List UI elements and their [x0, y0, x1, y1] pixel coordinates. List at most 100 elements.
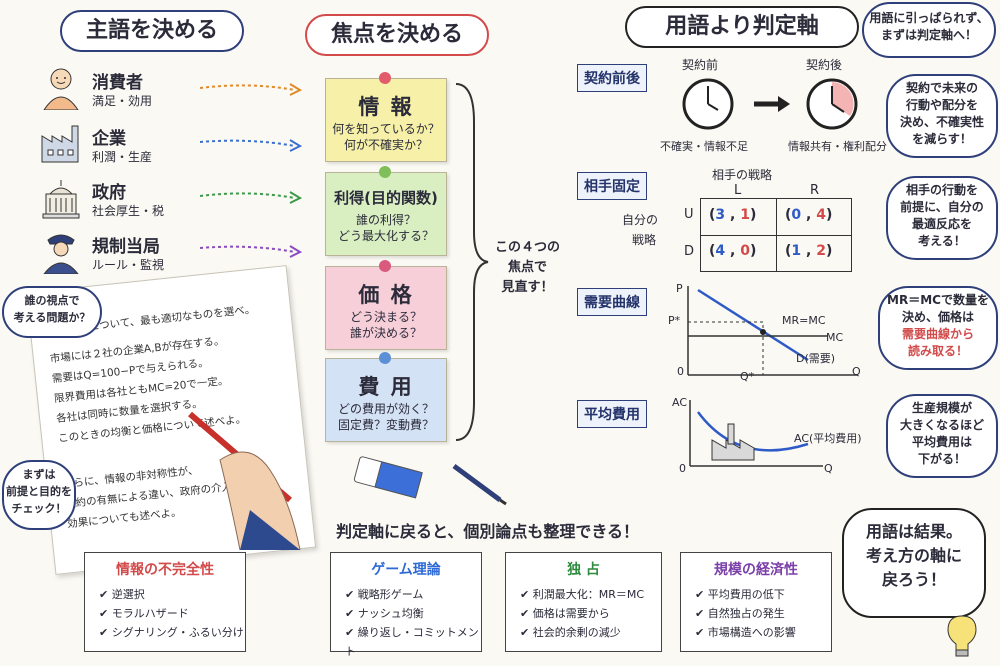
note-line: どの費用が効く？: [337, 402, 434, 416]
game-col-title: 相手の戦略: [712, 168, 773, 182]
axes-lines: [689, 400, 823, 467]
focus-note-payoff: 利得(目的関数) 誰の利得？ どう最大化する？: [325, 166, 447, 256]
axis-label-contract: 契約前後: [577, 64, 647, 92]
contract-after-label: 契約後: [806, 58, 843, 72]
dotted-arrow-icon: [200, 83, 303, 96]
brace-text: この４つの 焦点で 見直す！: [495, 238, 560, 298]
subject-name: 政府: [92, 183, 126, 203]
topic-box-game: ゲーム理論 戦略形ゲームナッシュ均衡繰り返し・コミットメント: [330, 552, 482, 658]
speech-bubble-final: 用語は結果。考え方の軸に戻ろう！: [842, 508, 986, 618]
bubble-line: 相手の行動を: [905, 183, 978, 197]
bubble-line: 下がる！: [917, 452, 966, 466]
note-line: 誰が決める？: [349, 326, 422, 340]
topic-box-scale: 規模の経済性 平均費用の低下自然独占の発生市場構造への影響: [680, 552, 832, 652]
topic-item: 逆選択: [99, 585, 245, 604]
person-icon: [43, 68, 79, 110]
bubble-line: 契約で未来の: [905, 81, 978, 95]
topic-title: 情報の不完全性: [116, 562, 214, 578]
note-line: 固定費？変動費？: [337, 418, 434, 432]
speech-bubble-avgcost: 生産規模が大きくなるほど平均費用は下がる！: [886, 394, 998, 478]
topic-item: モラルハザード: [99, 604, 245, 623]
pin-icon: [379, 352, 391, 364]
subject-desc: 利潤・生産: [92, 150, 153, 164]
avgcost-ac-label: AC: [672, 396, 688, 409]
bubble-line: 決め、不確実性: [899, 115, 984, 129]
focus-note-information: 情 報 何を知っているか？ 何が不確実か？: [325, 72, 447, 162]
bubble-line: 用語は結果。: [865, 522, 962, 541]
subject-name: 企業: [92, 129, 126, 149]
topic-box-info: 情報の不完全性 逆選択モラルハザードシグナリング・ふるい分け: [84, 552, 246, 652]
pin-icon: [379, 260, 391, 272]
note-line: 何を知っているか？: [332, 122, 440, 136]
avgcost-curve-label: AC(平均費用): [794, 432, 862, 445]
game-row-title-line: 自分の: [622, 213, 659, 227]
note-line: 誰の利得？: [355, 213, 416, 227]
bubble-line: 考える問題か？: [13, 311, 91, 324]
payoff-matrix: (3 , 1) (0 , 4) (4 , 0) (1 , 2): [700, 198, 852, 272]
demand-p-label: P: [676, 282, 683, 295]
payoff-cell: (0 , 4): [785, 207, 833, 223]
bubble-line: まずは判定軸へ！: [880, 28, 977, 42]
subject-name: 規制当局: [92, 237, 160, 257]
focus-note-cost: 費 用 どの費用が効く？ 固定費？変動費？: [325, 352, 447, 442]
note-line: どう最大化する？: [337, 229, 434, 243]
topic-item: 自然独占の発生: [695, 604, 831, 623]
payoff-cell: (1 , 2): [785, 243, 833, 259]
note-title: 費 用: [358, 375, 414, 399]
bubble-line: 前提と目的を: [6, 485, 72, 498]
speech-bubble-demand: MR＝MCで数量を決め、価格は需要曲線から読み取る！: [878, 286, 998, 370]
topic-item: 利潤最大化：MR＝MC: [520, 585, 661, 604]
dotted-arrow-icon: [200, 191, 303, 204]
note-line: 何が不確実か？: [343, 138, 428, 152]
subject-desc: 社会厚生・税: [92, 204, 165, 218]
clock-icon: [682, 78, 734, 130]
game-row-title: 自分の 戦略: [622, 210, 658, 250]
bubble-line: 生産規模が: [911, 401, 972, 415]
topic-title: 規模の経済性: [714, 562, 798, 578]
bubble-line: 用語に引っぱられず、: [869, 11, 989, 25]
bubble-line: MR＝MCで数量を: [887, 293, 989, 307]
game-row-title-line: 戦略: [632, 233, 657, 247]
payoff-cell: (4 , 0): [709, 243, 757, 259]
brace-text-line: 見直す！: [501, 280, 554, 295]
game-col-L: L: [734, 183, 742, 198]
header-terms: 用語より判定軸: [625, 6, 859, 48]
brace-text-line: 焦点で: [508, 260, 548, 275]
bubble-line: 読み取る！: [907, 344, 968, 358]
payoff-cell: (3 , 1): [709, 207, 757, 223]
pin-icon: [379, 72, 391, 84]
note-title: 価 格: [358, 283, 414, 307]
guide-lines: [688, 321, 764, 375]
bubble-line: 考え方の軸に: [865, 546, 962, 565]
topic-item: 繰り返し・コミットメント: [345, 623, 481, 661]
subject-regulator: 規制当局 ルール・監視: [40, 230, 303, 280]
government-icon: [42, 180, 80, 219]
dotted-arrow-icon: [200, 245, 303, 258]
equilibrium-point: [760, 329, 766, 335]
bubble-line: 考える！: [918, 234, 966, 248]
bubble-line: チェック！: [11, 502, 67, 515]
bubble-line: 誰の視点で: [24, 294, 80, 307]
axis-label-opponent: 相手固定: [577, 172, 647, 200]
game-row-D: D: [684, 244, 695, 259]
note-title: 利得(目的関数): [334, 189, 438, 207]
brace-text-line: この４つの: [495, 240, 561, 255]
note-title: 情 報: [358, 95, 414, 119]
demand-q-label: Q: [852, 365, 861, 378]
demand-mc-label: MC: [826, 331, 844, 344]
brace-icon: [455, 83, 489, 441]
demand-line: [697, 288, 809, 362]
speech-bubble-opponent: 相手の行動を前提に、自分の最適反応を考える！: [886, 176, 998, 260]
lightbulb-icon: [947, 615, 977, 657]
bubble-line: 決め、価格は: [901, 310, 974, 324]
subject-government: 政府 社会厚生・税: [40, 176, 303, 226]
axis-label-avgcost: 平均費用: [577, 400, 647, 428]
bubble-line: を減らす！: [912, 132, 972, 146]
speech-bubble-check: まずは前提と目的をチェック！: [2, 460, 76, 530]
axis-label-demand: 需要曲線: [577, 288, 647, 316]
avgcost-q-label: Q: [824, 462, 833, 475]
officer-icon: [43, 234, 79, 274]
factory-icon: [711, 439, 755, 461]
bubble-line: 平均費用は: [911, 435, 972, 449]
demand-qstar-label: Q*: [740, 370, 755, 383]
